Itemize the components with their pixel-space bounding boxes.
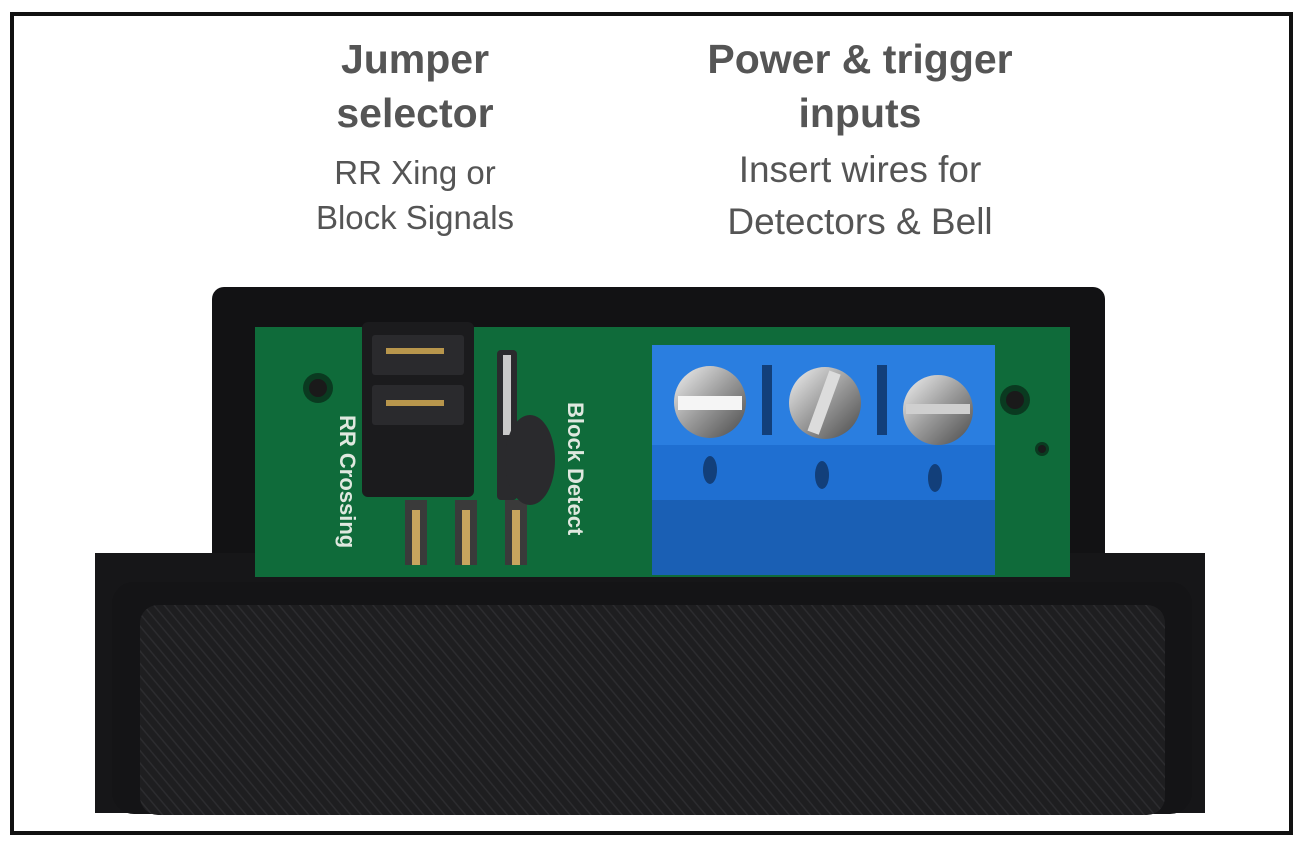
jumper-selector-subtitle: RR Xing or Block Signals [315, 154, 515, 236]
screw-terminal [789, 367, 861, 439]
pcb-label-block-detect: Block Detect [563, 402, 588, 536]
enclosure-lid [112, 582, 1192, 815]
pcb-label-rr-crossing: RR Crossing [335, 415, 360, 548]
terminal-block [652, 345, 995, 575]
power-trigger-title: Power & trigger inputs [707, 36, 1013, 136]
jumper-selector-title: Jumper selector [336, 36, 494, 136]
screw-terminal [674, 366, 746, 438]
power-trigger-label: Power & trigger inputs Insert wires for … [660, 32, 1060, 248]
power-trigger-subtitle: Insert wires for Detectors & Bell [727, 149, 993, 242]
jumper-selector-label: Jumper selector RR Xing or Block Signals [290, 32, 540, 240]
screw-terminal [903, 375, 973, 445]
jumper-header [362, 322, 555, 565]
